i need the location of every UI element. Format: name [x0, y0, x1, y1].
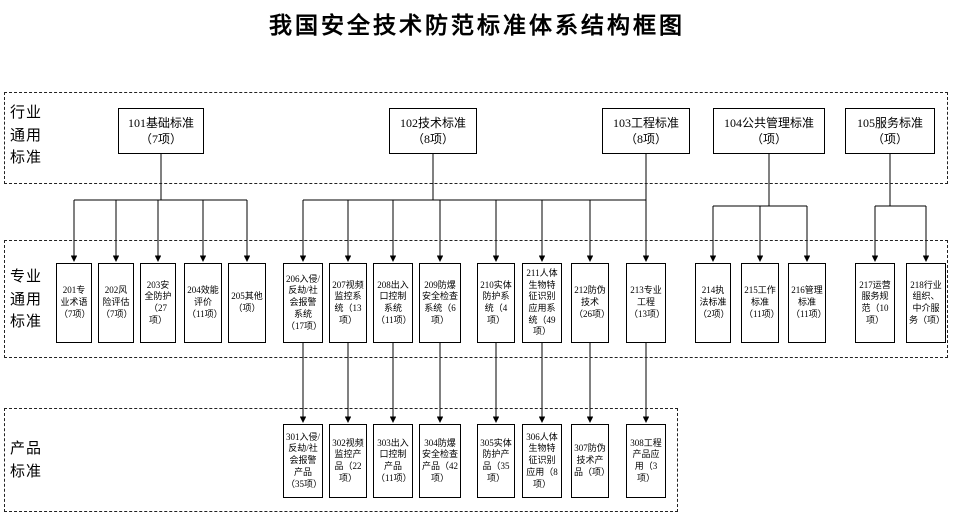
node-301: 301入侵/反劫/社会报警产品（35项）: [283, 424, 323, 498]
node-302: 302视频监控产品（22项）: [329, 424, 367, 498]
node-101: 101基础标准 （7项）: [118, 108, 204, 154]
node-216: 216管理标准（11项）: [788, 263, 826, 343]
node-308: 308工程产品应用（3项）: [626, 424, 666, 498]
band-professional-common: [4, 240, 948, 358]
node-102: 102技术标准 （8项）: [389, 108, 477, 154]
band-product-label: 产品 标准: [10, 441, 43, 480]
node-207: 207视频监控系统（13项）: [329, 263, 367, 343]
node-304: 304防爆安全检查产品（42项）: [419, 424, 461, 498]
page-title: 我国安全技术防范标准体系结构框图: [269, 13, 685, 38]
node-211: 211人体生物特征识别应用系统（49项）: [522, 263, 562, 343]
node-104: 104公共管理标准 （项）: [713, 108, 825, 154]
band-product: [4, 408, 678, 512]
node-215: 215工作标准（11项）: [741, 263, 779, 343]
node-306: 306人体生物特征识别应用（8项）: [522, 424, 562, 498]
node-218: 218行业组织、中介服务（项）: [906, 263, 946, 343]
node-201: 201专业术语（7项）: [56, 263, 92, 343]
node-205: 205其他（项）: [228, 263, 266, 343]
node-212: 212防伪技术（26项）: [571, 263, 609, 343]
band-industry-label: 行业 通用 标准: [10, 105, 43, 166]
node-305: 305实体防护产品（35项）: [477, 424, 515, 498]
node-210: 210实体防护系统（4项）: [477, 263, 515, 343]
band-professional-label: 专业 通用 标准: [10, 269, 43, 330]
node-217: 217运营服务规范（10项）: [855, 263, 895, 343]
band-industry-common: [4, 92, 948, 184]
node-206: 206入侵/反劫/社会报警系统（17项）: [283, 263, 323, 343]
node-209: 209防爆安全检查系统（6项）: [419, 263, 461, 343]
node-303: 303出入口控制产品（11项）: [373, 424, 413, 498]
node-307: 307防伪技术产品（项）: [571, 424, 609, 498]
node-202: 202风险评估（7项）: [98, 263, 134, 343]
node-214: 214执法标准（2项）: [695, 263, 731, 343]
node-213: 213专业工程（13项）: [626, 263, 666, 343]
node-105: 105服务标准 （项）: [845, 108, 935, 154]
node-208: 208出入口控制系统（11项）: [373, 263, 413, 343]
node-103: 103工程标准 （8项）: [602, 108, 690, 154]
node-203: 203安全防护（27项）: [140, 263, 176, 343]
node-204: 204效能评价（11项）: [184, 263, 222, 343]
